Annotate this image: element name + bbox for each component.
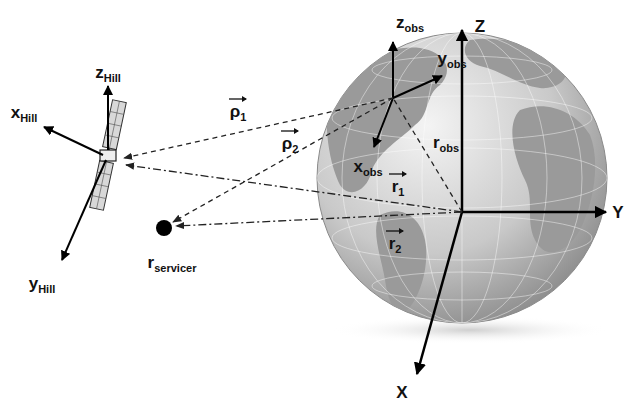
eci-axes [417,30,606,374]
vector-arrow-head [402,171,407,177]
vector-label-box: r2 [385,228,405,252]
vector-label: ρ2 [282,135,299,152]
vector-arrow [388,171,408,177]
axis-label-box: Y [612,204,623,221]
hill-frame [44,86,108,260]
axis-label-box: zHill [95,64,121,81]
vector-label-box: ρ2 [280,128,300,152]
axis-label: xobs [353,158,382,175]
vector-arrow [280,128,300,134]
axis-label: zHill [95,64,121,81]
axis-label-box: Z [475,18,485,35]
vector-arrow [385,228,405,234]
vector-arrow-head [294,128,299,134]
vector-label: ρ1 [230,103,247,120]
vector-arrow [228,96,248,102]
vector-arrow-head [399,228,404,234]
axis-label-box: X [396,384,407,401]
axis-label: yHill [29,275,56,292]
axis-label: xHill [11,104,38,121]
observer-frame [374,42,442,147]
vector-label-box: ρ1 [228,96,248,120]
vector-arrow-head [242,96,247,102]
axis-label: X [396,384,407,401]
point-label-box: rservicer [148,254,197,271]
vector-label-box: r1 [388,171,408,195]
axis-label-box: zobs [396,14,424,31]
vector-label: r1 [392,178,405,195]
servicer-dot [156,220,172,236]
axis-label-box: yobs [437,50,466,67]
point-label: rservicer [148,254,197,271]
axis-label-box: xHill [11,104,38,121]
vector-label-box: robs [433,134,459,151]
axis-label-box: yHill [29,275,56,292]
position-vectors [124,98,462,226]
axis-label: Z [475,18,485,35]
axis-label: zobs [396,14,424,31]
vector-label: r2 [389,235,402,252]
axis-label: Y [612,204,623,221]
axis-label-box: xobs [353,158,382,175]
vector-label: robs [433,134,459,151]
axis-label: yobs [437,50,466,67]
